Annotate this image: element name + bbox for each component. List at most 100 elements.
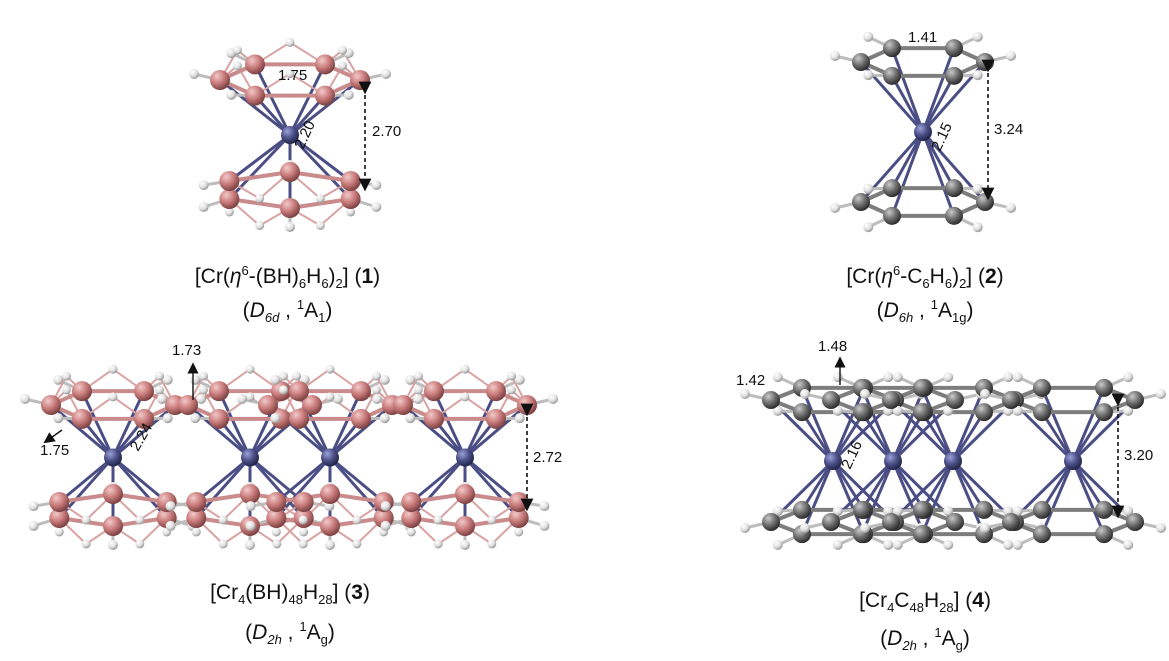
hydrogen-atom <box>371 180 382 191</box>
boron-atom <box>351 408 371 429</box>
hydrogen-atom <box>196 394 206 404</box>
cr-bond <box>288 133 353 201</box>
hydrogen-atom <box>165 501 176 512</box>
carbon-atom <box>913 525 931 544</box>
hydrogen-atom <box>863 222 874 233</box>
cr-bond <box>1071 410 1106 463</box>
hydrogen-atom <box>539 520 550 531</box>
carbon-atom <box>975 403 993 422</box>
bridging-hydrogen-atom <box>135 539 145 549</box>
bond-length-label: 2.15 <box>928 120 956 154</box>
boron-atom <box>266 508 287 528</box>
cr-bond <box>860 386 895 463</box>
carbon-atom <box>1033 378 1051 397</box>
hydrogen-atom <box>28 501 39 512</box>
bridging-hydrogen-atom <box>414 371 423 381</box>
hydrogen-atom <box>1012 539 1023 550</box>
bridging-hydrogen-atom <box>233 61 242 71</box>
boron-atom <box>72 381 92 402</box>
cr-bond <box>951 386 986 463</box>
bond-length-label: 1.41 <box>908 29 937 46</box>
cr-bond <box>860 459 895 536</box>
hydrogen-atom <box>943 405 954 416</box>
hydrogen-atom <box>343 89 354 100</box>
bridging-hydrogen-atom <box>199 371 208 381</box>
cr-bond <box>111 456 169 504</box>
hydrogen-atom <box>371 201 382 212</box>
hydrogen-atom <box>832 372 843 383</box>
hydrogen-atom <box>189 69 199 79</box>
carbon-atom <box>975 500 993 519</box>
carbon-atom <box>913 378 931 397</box>
boron-atom <box>219 171 240 191</box>
carbon-atom <box>852 193 870 211</box>
hydrogen-atom <box>380 520 391 531</box>
boron-atom <box>245 85 265 106</box>
carbon-atom <box>852 53 870 71</box>
boron-atom <box>315 54 335 75</box>
boron-atom <box>486 408 506 429</box>
boron-atom <box>258 395 278 415</box>
bond-length-label: 1.42 <box>736 372 765 389</box>
bond-length-label: 1.75 <box>278 67 307 84</box>
bridging-hydrogen-atom <box>279 371 288 381</box>
boron-atom <box>293 492 314 512</box>
hydrogen-atom <box>245 520 256 531</box>
cr-bond <box>1071 459 1106 512</box>
carbon-atom <box>1002 513 1020 531</box>
bridging-hydrogen-atom <box>372 371 381 381</box>
chromium-atom <box>1064 452 1082 470</box>
carbon-atom <box>882 513 900 531</box>
interring-distance-label: 3.24 <box>994 121 1023 138</box>
caption-4-formula: [Cr4C48H28] (4) <box>859 589 991 616</box>
boron-atom <box>315 85 335 106</box>
carbon-atom <box>945 179 963 198</box>
hydrogen-atom <box>514 374 525 385</box>
cr-bond <box>800 410 835 463</box>
caption-1-formula: [Cr(η6-(BH)6H6)2] (1) <box>194 263 381 292</box>
cr-bond <box>1040 410 1075 463</box>
cr-bond <box>1071 386 1106 463</box>
hydrogen-atom <box>863 70 874 81</box>
hydrogen-atom <box>860 389 870 399</box>
hydrogen-atom <box>740 523 750 533</box>
bridging-hydrogen-atom <box>352 539 362 549</box>
carbon-atom <box>883 179 901 198</box>
hydrogen-atom <box>325 540 335 550</box>
cr-bond <box>288 78 362 137</box>
cr-bond <box>80 389 115 459</box>
cr-bond <box>49 403 115 459</box>
hydrogen-atom <box>943 539 954 550</box>
boron-atom <box>49 492 70 512</box>
cr-bond <box>800 459 835 512</box>
boron-atom <box>289 408 309 429</box>
cr-bond <box>951 410 986 463</box>
boron-atom <box>351 381 371 402</box>
hydrogen-atom <box>980 523 990 533</box>
hydrogen-atom <box>1156 389 1166 399</box>
boron-atom <box>455 516 475 536</box>
carbon-atom <box>1095 525 1113 544</box>
boron-atom <box>134 408 154 429</box>
hydrogen-atom <box>892 506 903 517</box>
bridging-hydrogen-atom <box>245 364 255 374</box>
cr-bond <box>1040 459 1075 536</box>
hydrogen-atom <box>863 183 874 194</box>
caption-3-symmetry: (D2h , 1Ag) <box>245 619 335 648</box>
chromium-atom <box>104 448 122 467</box>
cr-bond <box>401 403 467 459</box>
hydrogen-atom <box>548 394 558 404</box>
cr-bond <box>891 386 926 463</box>
hydrogen-atom <box>772 372 783 383</box>
cr-bond <box>921 130 956 190</box>
carbon-atom <box>883 66 901 85</box>
boron-atom <box>219 189 240 209</box>
carbon-atom <box>945 206 963 225</box>
boron-atom <box>393 395 413 415</box>
hydrogen-atom <box>943 506 954 517</box>
cr-bond <box>921 130 956 218</box>
cr-bond <box>432 389 467 459</box>
cr-bond <box>57 456 115 520</box>
bridging-hydrogen-atom <box>292 371 301 381</box>
